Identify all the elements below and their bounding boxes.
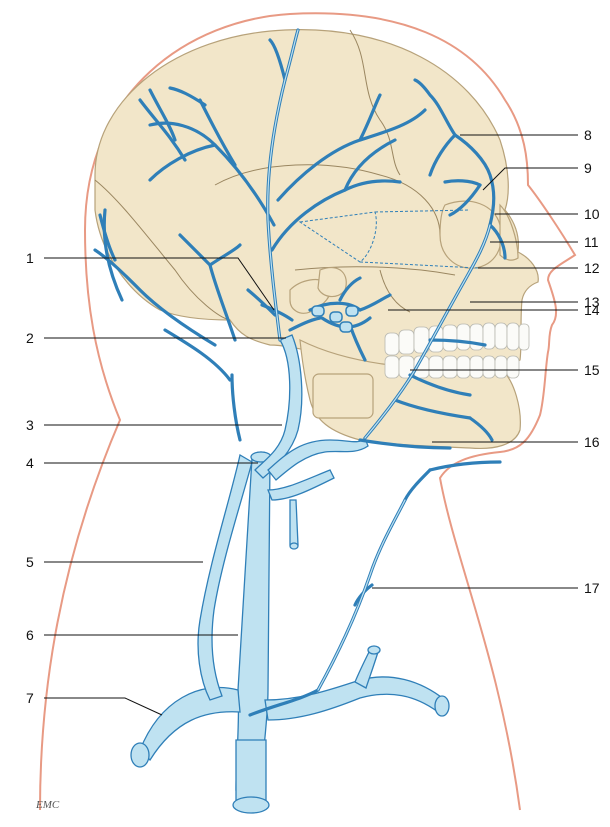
brachiocephalic-left [140, 688, 240, 761]
label-3: 3 [26, 417, 34, 433]
label-4: 4 [26, 455, 34, 471]
label-16: 16 [584, 434, 600, 450]
label-9: 9 [584, 160, 592, 176]
label-11: 11 [584, 234, 599, 250]
svc-opening [233, 797, 269, 813]
ramus-block [313, 374, 373, 418]
thyroid-stub-end [290, 543, 298, 549]
subclavian-end-right [435, 696, 449, 716]
leader-7 [44, 698, 162, 715]
label-10: 10 [584, 206, 600, 222]
label-14: 14 [584, 302, 600, 318]
label-12: 12 [584, 260, 600, 276]
mastoid [318, 268, 346, 297]
subclavian-end-left [131, 743, 149, 767]
label-5: 5 [26, 554, 34, 570]
label-15: 15 [584, 362, 600, 378]
emc-signature: EMC [35, 799, 60, 811]
superior-vena-cava [236, 740, 266, 800]
label-7: 7 [26, 690, 34, 706]
brachiocephalic-right [265, 677, 445, 720]
branch-up-opening [368, 646, 380, 654]
label-8: 8 [584, 127, 592, 143]
label-1: 1 [26, 250, 34, 266]
label-17: 17 [584, 580, 600, 596]
label-2: 2 [26, 330, 34, 346]
thyroid-stub [290, 500, 298, 545]
label-6: 6 [26, 627, 34, 643]
lower-teeth [385, 356, 519, 378]
